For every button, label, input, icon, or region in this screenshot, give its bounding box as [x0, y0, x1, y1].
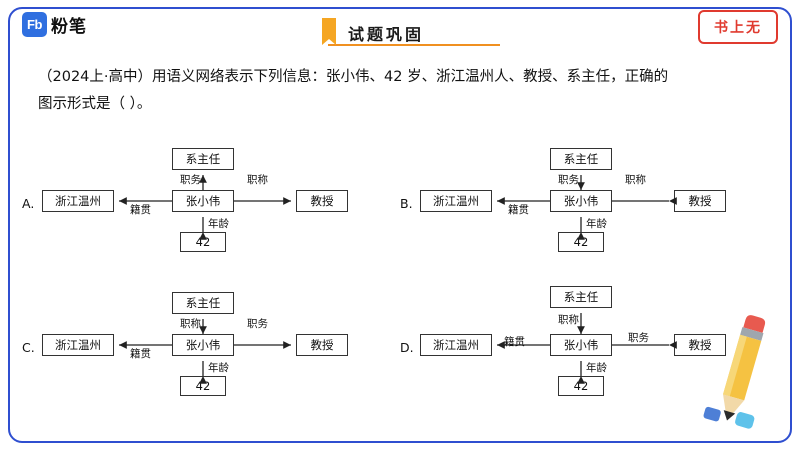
- page-frame: [8, 7, 792, 443]
- pencil-icon: [703, 315, 766, 429]
- option-a-label: A.: [22, 196, 35, 211]
- option-b-node-center: 张小伟: [550, 190, 612, 212]
- option-a-edge-right: 职称: [247, 174, 268, 186]
- answer-options: A. 浙江温州 张小伟 系主任 教授 42 籍贯 职务 职称 年龄: [0, 128, 800, 428]
- option-c-node-center: 张小伟: [172, 334, 234, 356]
- logo-mark-icon: Fb: [22, 12, 47, 37]
- question-line-1: （2024上·高中）用语义网络表示下列信息：张小伟、42 岁、浙江温州人、教授、…: [38, 69, 669, 85]
- option-b-node-right: 教授: [674, 190, 726, 212]
- option-b-edge-top: 职务: [558, 174, 579, 186]
- option-a-node-right: 教授: [296, 190, 348, 212]
- option-a-edges: [119, 175, 291, 240]
- option-d-node-left: 浙江温州: [420, 334, 492, 356]
- option-a-node-left: 浙江温州: [42, 190, 114, 212]
- option-b-edges: [497, 175, 677, 240]
- title-banner: 试题巩固: [310, 18, 500, 48]
- banner-underline: [328, 22, 500, 46]
- option-b-label: B.: [400, 196, 413, 211]
- option-a-node-top: 系主任: [172, 148, 234, 170]
- option-c-edges: [119, 319, 291, 384]
- banner-title: 试题巩固: [348, 25, 425, 44]
- option-d-edge-top: 职称: [558, 314, 579, 326]
- option-c-node-right: 教授: [296, 334, 348, 356]
- option-a[interactable]: A. 浙江温州 张小伟 系主任 教授 42 籍贯 职务 职称 年龄: [22, 134, 352, 269]
- option-b-node-left: 浙江温州: [420, 190, 492, 212]
- option-d-edge-left: 籍贯: [504, 336, 525, 348]
- option-c-edge-bottom: 年龄: [208, 362, 229, 374]
- option-d-label: D.: [400, 340, 414, 355]
- option-a-edge-bottom: 年龄: [208, 218, 229, 230]
- logo-text: 粉笔: [51, 17, 87, 36]
- option-b-edge-bottom: 年龄: [586, 218, 607, 230]
- option-d-edge-bottom: 年龄: [586, 362, 607, 374]
- option-c-edge-top: 职称: [180, 318, 201, 330]
- option-c-label: C.: [22, 340, 35, 355]
- option-d[interactable]: D. 浙江温州 张小伟 系主任 教授 42 籍贯 职称 职务 年龄: [400, 278, 730, 413]
- option-d-node-center: 张小伟: [550, 334, 612, 356]
- status-badge: 书上无: [698, 10, 778, 44]
- option-c-edge-left: 籍贯: [130, 348, 151, 360]
- ribbon-icon: [322, 18, 336, 45]
- question-text: （2024上·高中）用语义网络表示下列信息：张小伟、42 岁、浙江温州人、教授、…: [38, 64, 764, 118]
- option-d-node-right: 教授: [674, 334, 726, 356]
- option-d-edge-right: 职务: [628, 332, 649, 344]
- option-d-edges: [497, 313, 677, 384]
- question-line-2: 图示形式是（ ）。: [38, 96, 152, 112]
- option-d-node-top: 系主任: [550, 286, 612, 308]
- option-b-edge-left: 籍贯: [508, 204, 529, 216]
- option-b[interactable]: B. 浙江温州 张小伟 系主任 教授 42 籍贯 职务 职称 年龄: [400, 134, 730, 269]
- option-a-edge-left: 籍贯: [130, 204, 151, 216]
- option-a-node-center: 张小伟: [172, 190, 234, 212]
- brand-logo: Fb 粉笔: [22, 12, 87, 37]
- option-b-edge-right: 职称: [625, 174, 646, 186]
- option-c[interactable]: C. 浙江温州 张小伟 系主任 教授 42 籍贯 职称 职务 年龄: [22, 278, 352, 413]
- option-b-node-top: 系主任: [550, 148, 612, 170]
- option-c-node-left: 浙江温州: [42, 334, 114, 356]
- option-c-node-top: 系主任: [172, 292, 234, 314]
- option-a-edge-top: 职务: [180, 174, 201, 186]
- option-c-edge-right: 职务: [247, 318, 268, 330]
